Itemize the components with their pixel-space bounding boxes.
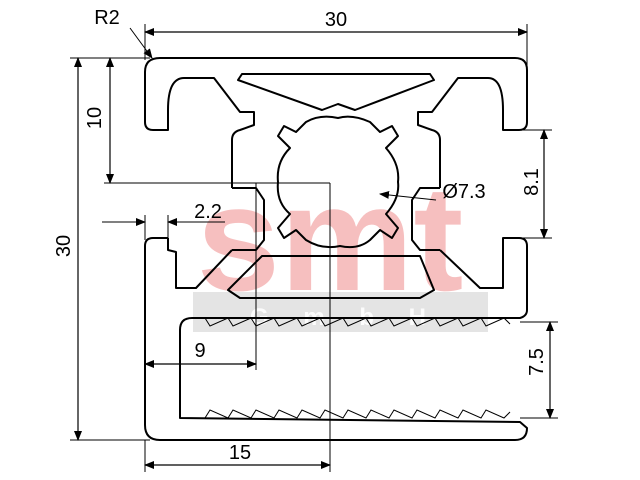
center-bore <box>276 115 400 249</box>
dim-left-height: 30 <box>53 235 75 257</box>
upper-rack-teeth <box>204 317 511 327</box>
lower-pocket <box>227 255 435 299</box>
mid-left-lips <box>144 237 528 441</box>
dim-wall-thickness: 2.2 <box>194 201 222 223</box>
dim-upper-height: 10 <box>84 107 106 129</box>
top-flange-outline <box>144 57 528 188</box>
dim-corner-radius: R2 <box>94 7 120 29</box>
dim-top-width: 30 <box>325 9 347 31</box>
dimension-labels: 30 R2 30 10 8.1 Ø7.3 2.2 9 7.5 15 <box>53 7 548 464</box>
dim-bore-diameter: Ø7.3 <box>442 181 485 203</box>
dim-base-width: 15 <box>229 442 251 464</box>
left-web <box>232 187 265 251</box>
lower-rack-teeth <box>204 409 511 419</box>
dim-offset-depth: 9 <box>194 340 205 362</box>
upper-pocket <box>237 73 435 111</box>
dim-rack-height: 7.5 <box>526 348 548 376</box>
dimension-lines <box>70 24 558 472</box>
right-web <box>411 187 440 251</box>
aluminium-profile <box>144 57 528 441</box>
dim-slot-width: 8.1 <box>521 168 543 196</box>
